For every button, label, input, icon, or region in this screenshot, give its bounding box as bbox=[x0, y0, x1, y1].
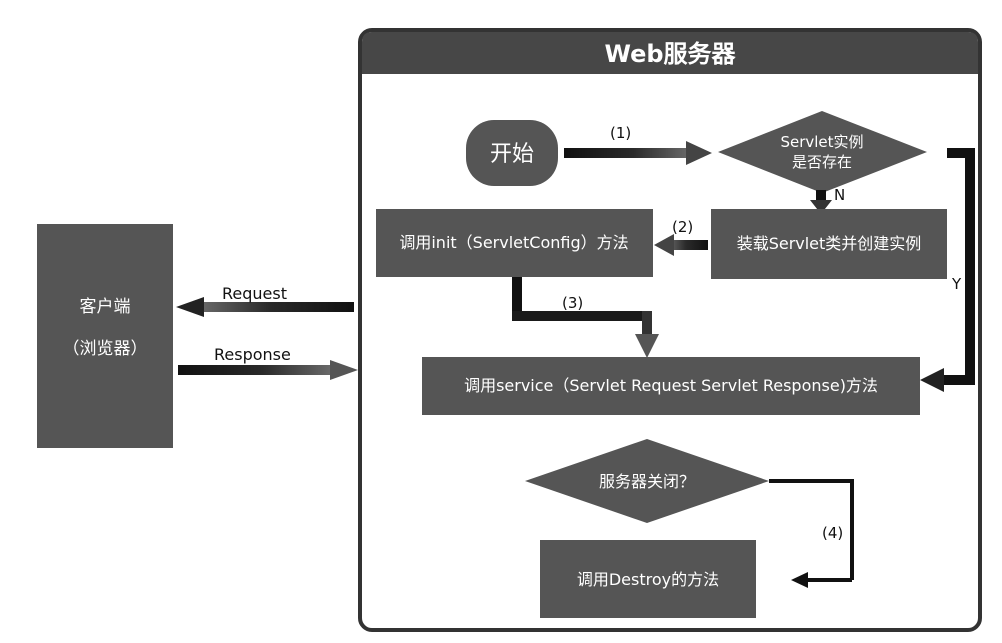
step3-label: (3) bbox=[562, 294, 583, 312]
start-label: 开始 bbox=[490, 142, 534, 167]
destroy-method-node: 调用Destroy的方法 bbox=[540, 540, 756, 618]
init-method-label: 调用init（ServletConfig）方法 bbox=[399, 233, 628, 252]
request-arrow: Request bbox=[176, 284, 354, 317]
service-method-node: 调用service（Servlet Request Servlet Respon… bbox=[422, 357, 920, 415]
web-server-title: Web服务器 bbox=[604, 40, 736, 68]
request-label: Request bbox=[222, 284, 287, 303]
exists-label-line2: 是否存在 bbox=[792, 153, 852, 171]
server-shutdown-decision: 服务器关闭？ bbox=[525, 439, 769, 523]
response-arrow: Response bbox=[178, 345, 358, 380]
arrow-load-to-init: (2) bbox=[654, 218, 708, 256]
exists-label-line1: Servlet实例 bbox=[780, 133, 863, 151]
arrow-shutdown-to-destroy: (4) bbox=[769, 479, 854, 588]
service-method-label: 调用service（Servlet Request Servlet Respon… bbox=[464, 376, 878, 395]
client-sublabel: （浏览器） bbox=[63, 339, 148, 359]
client-box: 客户端 （浏览器） bbox=[37, 224, 173, 448]
load-servlet-label: 装载Servlet类并创建实例 bbox=[737, 234, 922, 253]
yes-label: Y bbox=[951, 275, 962, 293]
start-node: 开始 bbox=[466, 120, 558, 186]
destroy-method-label: 调用Destroy的方法 bbox=[577, 570, 719, 589]
no-label: N bbox=[834, 186, 845, 204]
init-method-node: 调用init（ServletConfig）方法 bbox=[376, 209, 653, 277]
arrow-init-to-service: (3) bbox=[512, 277, 659, 358]
servlet-exists-decision: Servlet实例 是否存在 bbox=[718, 111, 927, 193]
shutdown-label: 服务器关闭？ bbox=[599, 472, 695, 491]
step2-label: (2) bbox=[672, 218, 693, 236]
arrow-exists-to-load: N bbox=[810, 186, 845, 214]
response-label: Response bbox=[214, 345, 291, 364]
client-label: 客户端 bbox=[80, 297, 131, 317]
step1-label: (1) bbox=[610, 124, 631, 142]
arrow-exists-to-service: Y bbox=[920, 148, 975, 392]
step4-label: (4) bbox=[822, 524, 843, 542]
arrow-start-to-exists: (1) bbox=[564, 124, 712, 165]
load-servlet-node: 装载Servlet类并创建实例 bbox=[711, 209, 947, 279]
